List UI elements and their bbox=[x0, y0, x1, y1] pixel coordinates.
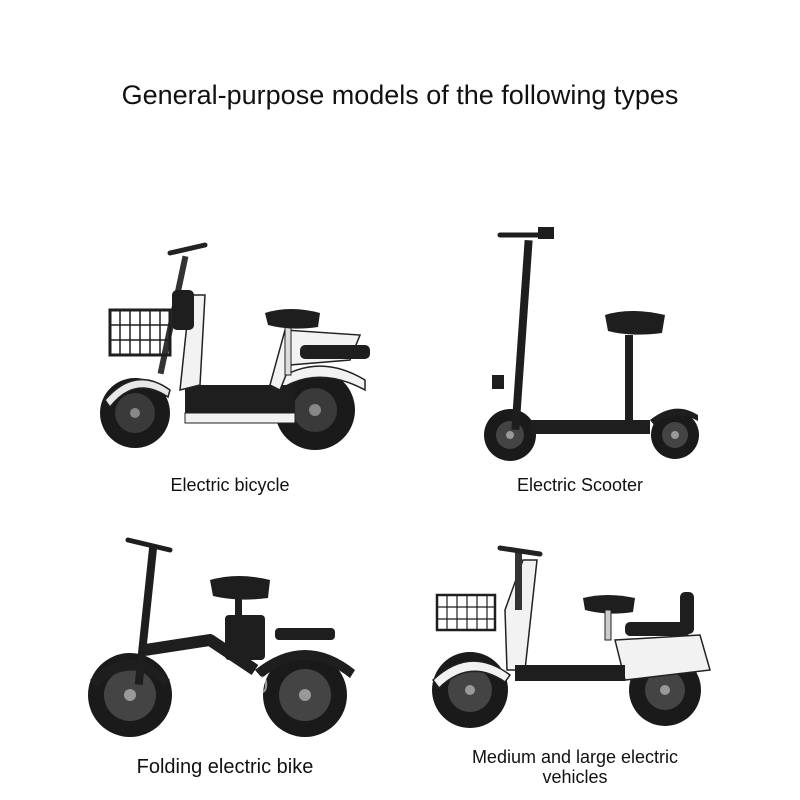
vehicle-label-electric-scooter: Electric Scooter bbox=[516, 475, 644, 495]
medium-large-electric-vehicle-image bbox=[425, 540, 725, 730]
vehicle-label-electric-bicycle: Electric bicycle bbox=[170, 475, 290, 495]
vehicle-card-folding-electric-bike: Folding electric bike bbox=[80, 525, 380, 795]
vehicle-label-medium-large-text: Medium and large electric vehicles bbox=[471, 747, 679, 787]
electric-scooter-image bbox=[470, 225, 700, 465]
page-title: General-purpose models of the following … bbox=[121, 80, 679, 110]
vehicle-card-electric-bicycle: Electric bicycle bbox=[80, 225, 380, 505]
vehicle-card-electric-scooter: Electric Scooter bbox=[460, 220, 700, 500]
vehicle-label-folding-electric-bike: Folding electric bike bbox=[136, 756, 314, 778]
watermark: No.10 bbox=[200, 672, 270, 699]
vehicle-card-medium-large-electric-vehicles: Medium and large electric vehicles bbox=[425, 540, 725, 790]
electric-bicycle-image bbox=[90, 235, 380, 465]
folding-electric-bike-image bbox=[80, 530, 380, 740]
vehicle-label-medium-large-electric-vehicles: Medium and large electric vehicles bbox=[465, 747, 685, 787]
